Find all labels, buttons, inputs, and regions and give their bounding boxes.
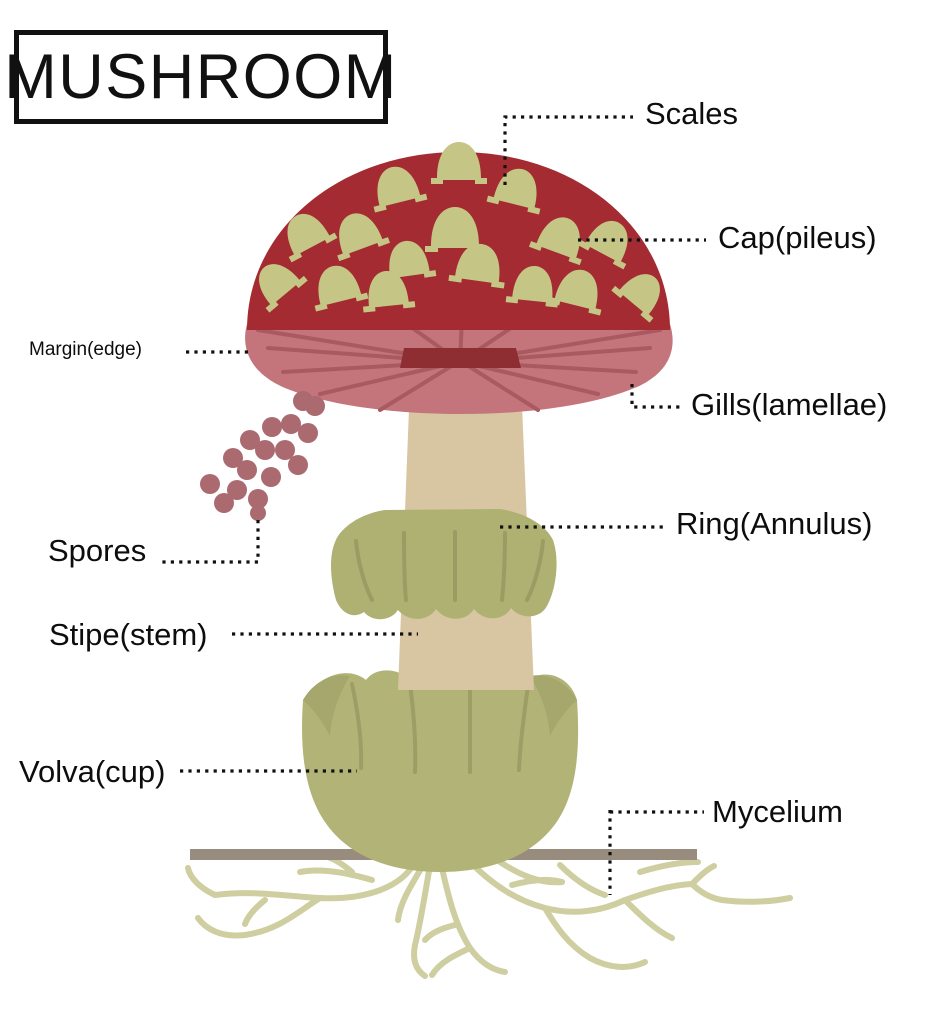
cap-group (247, 142, 670, 330)
title-box: MUSHROOM (4, 30, 396, 124)
label-spores: Spores (48, 533, 147, 568)
leader-gills (630, 384, 683, 409)
volva-group (302, 667, 579, 872)
page-title: MUSHROOM (4, 41, 398, 112)
leader-lines (160, 115, 706, 895)
ring-group (331, 509, 557, 620)
label-gills-lamellae: Gills(lamellae) (691, 387, 888, 422)
label-ring-annulus: Ring(Annulus) (676, 506, 873, 541)
label-mycelium: Mycelium (712, 794, 843, 829)
spores-group (200, 391, 325, 521)
label-volva-cup: Volva(cup) (19, 754, 166, 789)
mycelium-group (185, 852, 793, 979)
label-stipe-stem: Stipe(stem) (49, 617, 208, 652)
label-scales: Scales (645, 96, 739, 131)
label-cap-pileus: Cap(pileus) (718, 220, 877, 255)
label-margin-edge: Margin(edge) (29, 339, 142, 360)
leader-spores (160, 520, 260, 564)
leader-scales (503, 115, 633, 185)
cap-scales (259, 142, 660, 323)
